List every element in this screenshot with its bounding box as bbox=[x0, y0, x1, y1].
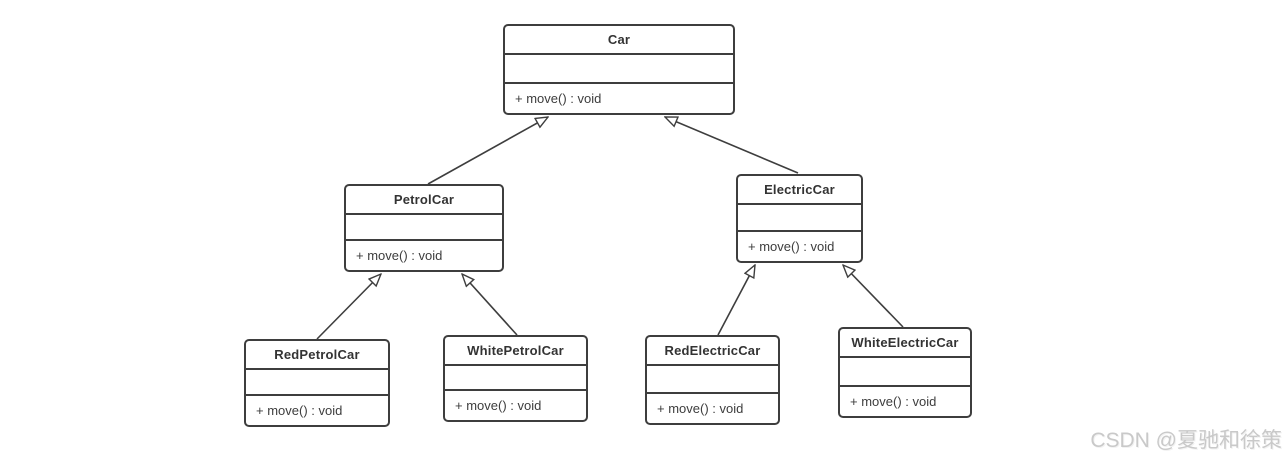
generalization-redpetrolcar-to-petrolcar bbox=[316, 274, 381, 340]
class-attributes bbox=[246, 370, 388, 396]
class-methods: + move() : void bbox=[657, 401, 744, 416]
class-attributes bbox=[505, 55, 733, 84]
class-attributes bbox=[346, 215, 502, 241]
class-box-petrolcar: PetrolCar + move() : void bbox=[344, 184, 504, 272]
class-methods: + move() : void bbox=[356, 248, 443, 263]
class-title: RedPetrolCar bbox=[246, 341, 388, 370]
class-title: Car bbox=[505, 26, 733, 55]
class-methods: + move() : void bbox=[850, 394, 937, 409]
class-attributes bbox=[445, 366, 586, 391]
class-box-redelectriccar: RedElectricCar + move() : void bbox=[645, 335, 780, 425]
class-attributes bbox=[738, 205, 861, 232]
generalization-whiteelectriccar-to-electriccar bbox=[843, 265, 904, 328]
generalization-redelectriccar-to-electriccar bbox=[717, 265, 755, 336]
class-attributes bbox=[647, 366, 778, 394]
class-box-electriccar: ElectricCar + move() : void bbox=[736, 174, 863, 263]
generalization-whitepetrolcar-to-petrolcar bbox=[462, 274, 518, 336]
class-methods: + move() : void bbox=[256, 403, 343, 418]
class-box-redpetrolcar: RedPetrolCar + move() : void bbox=[244, 339, 390, 427]
csdn-watermark: CSDN @夏驰和徐策 bbox=[1090, 429, 1282, 452]
class-box-car: Car + move() : void bbox=[503, 24, 735, 115]
class-title: PetrolCar bbox=[346, 186, 502, 215]
class-attributes bbox=[840, 358, 970, 387]
generalization-electriccar-to-car bbox=[665, 116, 799, 174]
class-box-whiteelectriccar: WhiteElectricCar + move() : void bbox=[838, 327, 972, 418]
generalization-petrolcar-to-car bbox=[427, 117, 548, 185]
class-box-whitepetrolcar: WhitePetrolCar + move() : void bbox=[443, 335, 588, 422]
class-title: ElectricCar bbox=[738, 176, 861, 205]
class-title: WhitePetrolCar bbox=[445, 337, 586, 366]
class-title: RedElectricCar bbox=[647, 337, 778, 366]
class-title: WhiteElectricCar bbox=[840, 329, 970, 358]
class-methods: + move() : void bbox=[515, 91, 602, 106]
class-methods: + move() : void bbox=[455, 398, 542, 413]
class-methods: + move() : void bbox=[748, 239, 835, 254]
